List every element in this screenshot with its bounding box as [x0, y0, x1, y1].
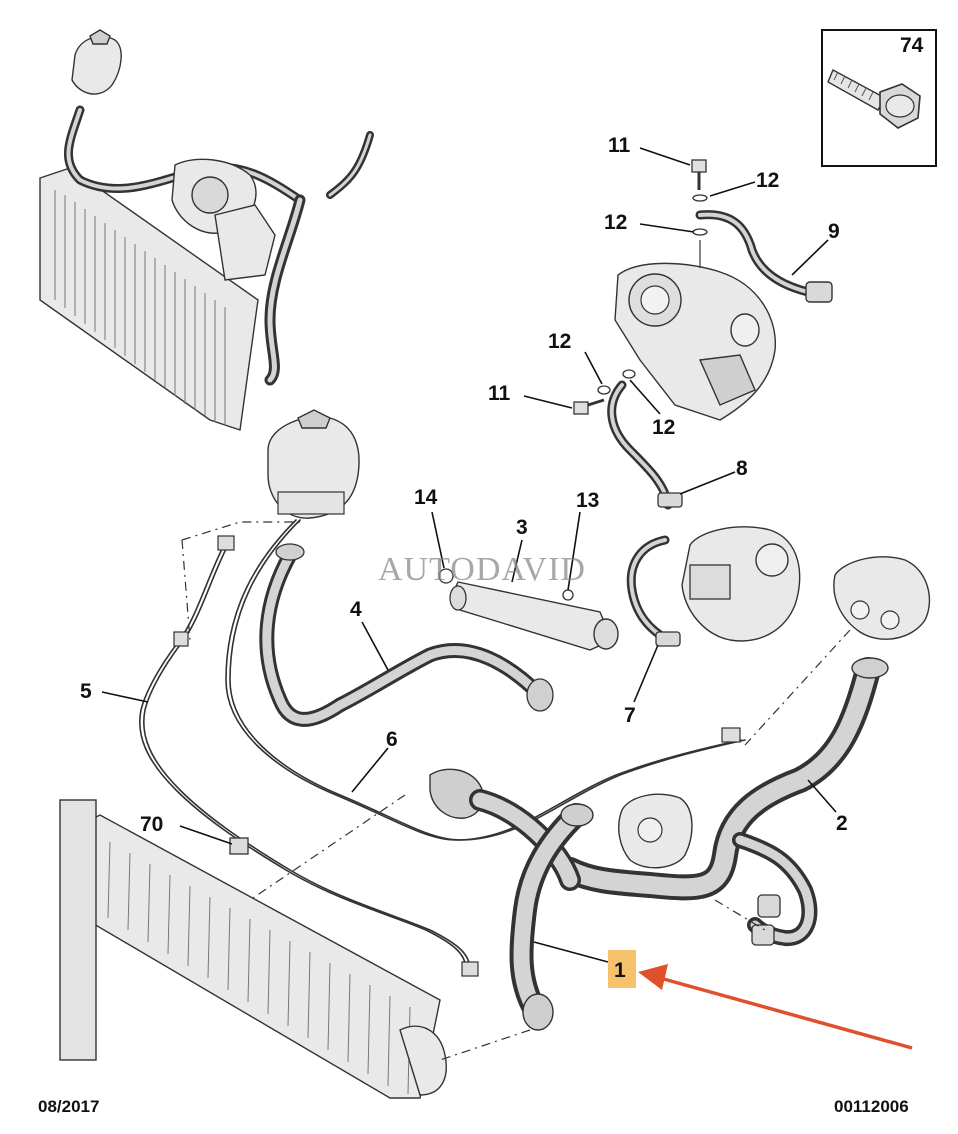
arrow-head-icon	[638, 964, 668, 990]
bolt-74-inset: 74	[821, 29, 937, 167]
footer-reference: 00112006	[834, 1097, 909, 1116]
pipe-3	[449, 581, 619, 651]
callout-1: 1	[614, 959, 626, 982]
callout-8: 8	[736, 457, 748, 480]
pipe-7	[626, 535, 681, 647]
callout-3: 3	[516, 516, 528, 539]
bolt-11-top	[691, 159, 707, 190]
callout-11-top: 11	[608, 134, 631, 157]
leader-lines	[101, 147, 837, 963]
clip-13	[562, 589, 574, 601]
hose-2	[557, 657, 889, 946]
washer-12-d	[622, 369, 636, 379]
callout-74: 74	[900, 34, 924, 57]
callout-labels: 11 12 12 9 12 11 12 8 14 3 13 4 7 5 6 2 …	[80, 134, 848, 836]
callout-12-top: 12	[756, 169, 779, 192]
overview-radiator-assembly	[39, 29, 374, 431]
callout-12-lower-left: 12	[548, 330, 571, 353]
washer-12-a	[692, 194, 708, 202]
callout-7: 7	[624, 704, 636, 727]
lower-radiator	[59, 799, 447, 1099]
alignment-lines	[181, 521, 851, 1061]
bolt-11-lower	[573, 398, 605, 415]
pipe-5	[139, 535, 479, 977]
callout-12-lower-right: 12	[652, 416, 675, 439]
callout-14: 14	[414, 486, 438, 509]
watermark: AUTODAVID	[378, 551, 586, 588]
callout-11-lower: 11	[488, 382, 511, 405]
hose-1	[509, 803, 594, 1031]
pipe-8	[607, 380, 683, 510]
footer-date: 08/2017	[38, 1097, 99, 1116]
clip-70	[229, 837, 249, 855]
callout-4: 4	[350, 598, 362, 621]
oil-cooler	[618, 793, 693, 869]
egr-cooler	[681, 526, 801, 642]
callout-12-upper: 12	[604, 211, 627, 234]
callout-70: 70	[140, 813, 163, 836]
callout-1-highlight: 1	[608, 950, 636, 988]
thermostat-housing	[833, 556, 931, 640]
callout-2: 2	[836, 812, 848, 835]
hose-junction-left	[429, 768, 581, 891]
bolt-icon	[827, 69, 921, 129]
pipe-9	[695, 210, 833, 303]
washer-12-c	[597, 385, 611, 395]
turbocharger	[614, 262, 776, 421]
red-arrow	[638, 964, 913, 1050]
callout-13: 13	[576, 489, 599, 512]
pipe-6	[225, 519, 746, 841]
highlight-box	[608, 950, 636, 988]
callout-6: 6	[386, 728, 398, 751]
expansion-tank	[267, 409, 360, 519]
callout-9: 9	[828, 220, 840, 243]
hose-4	[259, 543, 554, 727]
callout-5: 5	[80, 680, 92, 703]
oring-14	[438, 568, 454, 584]
washer-12-b	[692, 228, 708, 236]
